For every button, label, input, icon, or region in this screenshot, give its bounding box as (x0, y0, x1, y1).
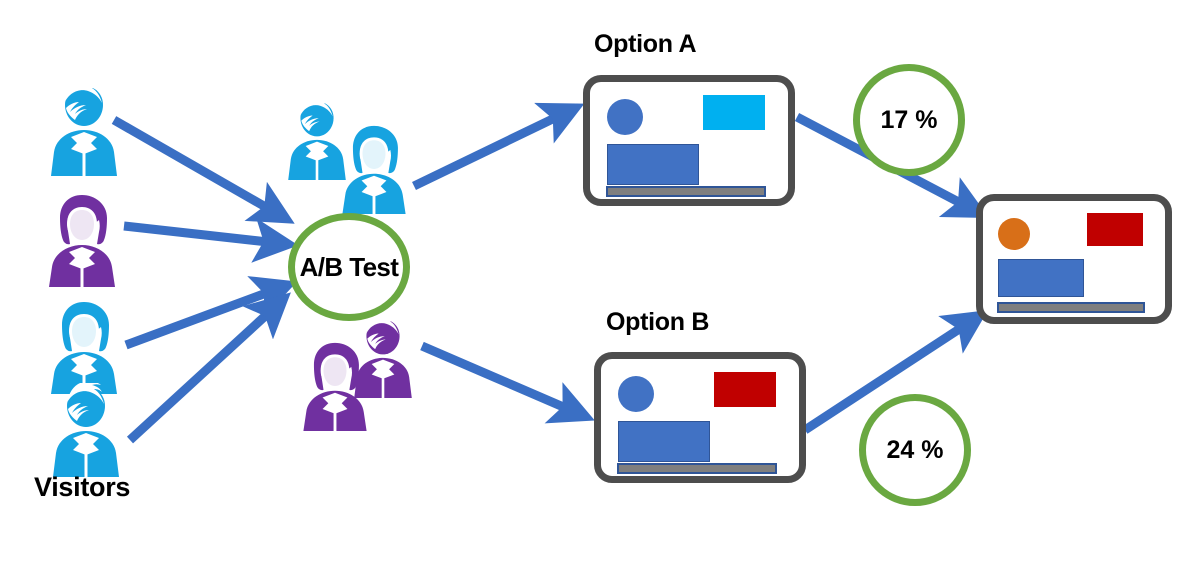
conversion-rate-b-value: 24 % (886, 435, 944, 464)
conversion-rate-a-badge: 17 % (853, 64, 965, 176)
option-b-avatar-dot (618, 376, 654, 412)
conversion-rate-a-value: 17 % (880, 105, 938, 134)
group-b-female-icon (295, 341, 375, 431)
arrow-visitor-2 (123, 218, 299, 263)
option-a-footer-bar (606, 186, 766, 197)
option-b-content-block (618, 421, 710, 462)
option-b-card[interactable] (594, 352, 806, 483)
visitors-label: Visitors (34, 472, 131, 502)
visitor-2-female-icon (44, 193, 120, 287)
visitor-1-male-icon (46, 82, 122, 176)
winning-page-card[interactable] (976, 194, 1172, 324)
winning-page-banner (1087, 213, 1143, 246)
option-b-banner (714, 372, 776, 407)
visitor-4-male-icon (48, 383, 124, 477)
arrow-visitor-4 (126, 292, 291, 444)
ab-test-label: A/B Test (299, 251, 399, 282)
group-b-male-icon (347, 316, 419, 398)
group-a-female-icon (334, 124, 414, 214)
arrow-to-option-b (420, 341, 595, 424)
option-a-avatar-dot (607, 99, 643, 135)
winning-page-content-block (998, 259, 1084, 297)
ab-test-node[interactable]: A/B Test (288, 213, 410, 321)
option-a-banner (703, 95, 765, 130)
conversion-rate-b-badge: 24 % (859, 394, 971, 506)
winning-page-avatar-dot (998, 218, 1030, 250)
option-b-footer-bar (617, 463, 777, 474)
arrow-to-option-a (412, 102, 585, 191)
option-b-label: Option B (606, 308, 710, 336)
group-a-male-icon (281, 98, 353, 180)
visitor-3-female-icon (46, 300, 122, 394)
arrow-visitor-1 (111, 116, 295, 224)
option-a-card[interactable] (583, 75, 795, 206)
option-a-label: Option A (594, 30, 697, 58)
option-a-content-block (607, 144, 699, 185)
winning-page-footer-bar (997, 302, 1145, 313)
arrow-visitor-3 (124, 276, 298, 350)
